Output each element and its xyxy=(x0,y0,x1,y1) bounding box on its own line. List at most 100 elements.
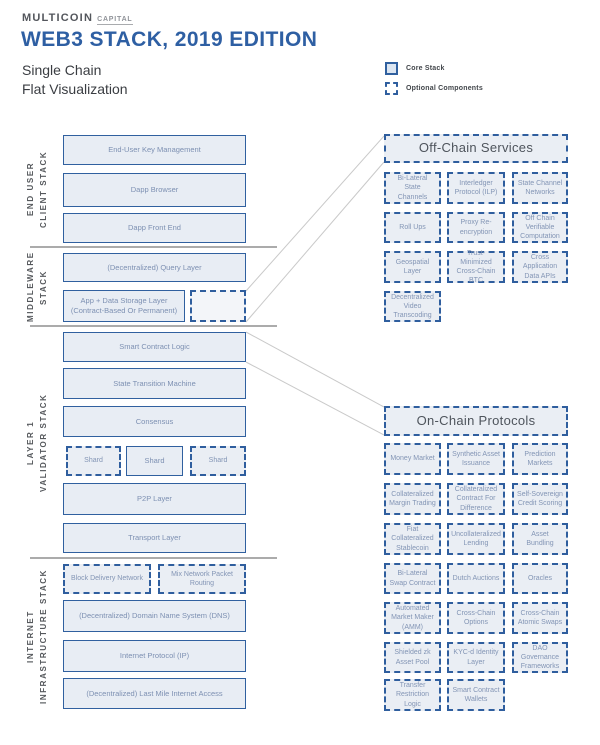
box-label: Dutch Auctions xyxy=(452,574,500,582)
box-label: Shard xyxy=(208,457,228,465)
box-interledger-protocol: Interledger Protocol (ILP) xyxy=(447,172,505,204)
box-mix-network-packet-routing: Mix Network Packet Routing xyxy=(158,564,246,594)
section-label-line: INFRASTRUCTURE STACK xyxy=(39,569,48,704)
box-label: Cross-Chain Options xyxy=(456,609,496,626)
box-label: End-User Key Management xyxy=(108,145,201,155)
box-transfer-restriction-logic: Transfer Restriction Logic xyxy=(384,679,441,711)
box-prediction-markets: Prediction Markets xyxy=(512,443,568,475)
brand-suffix: CAPITAL xyxy=(97,16,133,25)
box-automated-market-maker: Automated Market Maker (AMM) xyxy=(384,602,441,634)
box-label: (Decentralized) Last Mile Internet Acces… xyxy=(86,688,223,698)
box-bilateral-state-channels: Bi-Lateral State Channels xyxy=(384,172,441,204)
box-cross-application-data-apis: Cross Application Data APIs xyxy=(512,251,568,283)
brand-name: MULTICOIN xyxy=(22,12,94,24)
box-label: Shard xyxy=(144,456,165,466)
legend-core-label: Core Stack xyxy=(406,65,445,72)
box-self-sovereign-credit-scoring: Self-Sovereign Credit Scoring xyxy=(512,483,568,515)
legend-core-row: Core Stack xyxy=(385,62,483,75)
box-dutch-auctions: Dutch Auctions xyxy=(447,563,505,594)
section-divider xyxy=(30,557,277,559)
box-dapp-front-end: Dapp Front End xyxy=(63,213,246,243)
onchain-protocols-header: On-Chain Protocols xyxy=(384,406,568,436)
core-stack-swatch-icon xyxy=(385,62,398,75)
box-app-data-storage-layer: App + Data Storage Layer (Contract-Based… xyxy=(63,290,185,322)
box-label: Consensus xyxy=(135,416,174,426)
group-title: Off-Chain Services xyxy=(418,140,534,156)
box-label: Roll Ups xyxy=(399,223,426,231)
box-label: Cross-Chain Atomic Swaps xyxy=(517,609,563,626)
box-label: App + Data Storage Layer (Contract-Based… xyxy=(70,296,178,315)
section-label-middleware-stack: MIDDLEWARE STACK xyxy=(24,251,50,322)
box-trust-minimized-cross-chain-btc: Trust-Minimized Cross-Chain BTC xyxy=(447,249,505,285)
box-decentralized-video-transcoding: Decentralized Video Transcoding xyxy=(384,291,441,322)
box-label: Block Delivery Network xyxy=(71,575,143,583)
box-end-user-key-management: End-User Key Management xyxy=(63,135,246,165)
box-collateralized-margin-trading: Collateralized Margin Trading xyxy=(384,483,441,515)
box-last-mile-internet-access: (Decentralized) Last Mile Internet Acces… xyxy=(63,678,246,709)
section-label-end-user-client-stack: END USER CLIENT STACK xyxy=(24,135,50,243)
offchain-services-header: Off-Chain Services xyxy=(384,134,568,163)
box-label: Oracles xyxy=(527,574,553,582)
box-roll-ups: Roll Ups xyxy=(384,212,441,243)
box-shard-2: Shard xyxy=(126,446,183,476)
box-collateralized-contract-for-difference: Collateralized Contract For Difference xyxy=(447,483,505,515)
box-dao-governance-frameworks: DAO Governance Frameworks xyxy=(512,642,568,673)
box-label: Off Chain Verifiable Computation xyxy=(520,214,560,241)
box-block-delivery-network: Block Delivery Network xyxy=(63,564,151,594)
section-label-line: LAYER 1 xyxy=(26,420,35,465)
box-bilateral-swap-contract: Bi-Lateral Swap Contract xyxy=(384,563,441,594)
subtitle-line-1: Single Chain xyxy=(22,62,102,78)
box-shard-3: Shard xyxy=(190,446,246,476)
box-state-transition-machine: State Transition Machine xyxy=(63,368,246,399)
legend-optional-row: Optional Components xyxy=(385,82,483,95)
box-label: Collateralized Margin Trading xyxy=(389,490,436,507)
box-label: Bi-Lateral Swap Contract xyxy=(389,570,436,587)
page-subtitle: Single Chain Flat Visualization xyxy=(22,61,128,99)
box-shard-1: Shard xyxy=(66,446,121,476)
box-label: Fiat Collateralized Stablecoin xyxy=(391,526,434,552)
box-label: Mix Network Packet Routing xyxy=(171,570,233,587)
box-label: Internet Protocol (IP) xyxy=(119,651,190,661)
box-label: (Decentralized) Domain Name System (DNS) xyxy=(79,611,230,621)
box-state-channel-networks: State Channel Networks xyxy=(512,172,568,204)
box-label: Transport Layer xyxy=(128,533,181,543)
section-label-internet-infrastructure-stack: INTERNET INFRASTRUCTURE STACK xyxy=(24,564,50,709)
box-label: Dapp Browser xyxy=(130,185,179,195)
box-cross-chain-options: Cross-Chain Options xyxy=(447,602,505,634)
box-transport-layer: Transport Layer xyxy=(63,523,246,553)
box-label: P2P Layer xyxy=(137,494,172,504)
box-label: Transfer Restriction Logic xyxy=(395,682,430,708)
box-label: Shielded zk Asset Pool xyxy=(394,649,431,666)
box-label: State Channel Networks xyxy=(517,179,563,196)
box-fiat-collateralized-stablecoin: Fiat Collateralized Stablecoin xyxy=(384,523,441,555)
optional-components-swatch-icon xyxy=(385,82,398,95)
box-label: Asset Bundling xyxy=(526,530,554,547)
box-consensus: Consensus xyxy=(63,406,246,437)
box-label: Automated Market Maker (AMM) xyxy=(391,605,434,631)
box-synthetic-asset-issuance: Synthetic Asset Issuance xyxy=(447,443,505,475)
subtitle-line-2: Flat Visualization xyxy=(22,80,128,97)
section-label-line: END USER xyxy=(26,161,35,217)
box-money-market: Money Market xyxy=(384,443,441,475)
box-label: (Decentralized) Query Layer xyxy=(107,262,202,272)
page-title: WEB3 STACK, 2019 EDITION xyxy=(21,28,318,51)
box-label: Prediction Markets xyxy=(524,450,556,467)
group-title: On-Chain Protocols xyxy=(416,412,536,428)
box-smart-contract-wallets: Smart Contract Wallets xyxy=(447,679,505,711)
box-label: Synthetic Asset Issuance xyxy=(452,450,500,467)
box-oracles: Oracles xyxy=(512,563,568,594)
box-asset-bundling: Asset Bundling xyxy=(512,523,568,555)
legend-optional-label: Optional Components xyxy=(406,85,483,92)
box-label: Dapp Front End xyxy=(128,223,181,233)
section-label-line: STACK xyxy=(39,270,48,305)
box-internet-protocol: Internet Protocol (IP) xyxy=(63,640,246,672)
box-p2p-layer: P2P Layer xyxy=(63,483,246,515)
section-divider xyxy=(30,246,277,248)
box-label: State Transition Machine xyxy=(113,378,196,388)
box-label: Collateralized Contract For Difference xyxy=(454,486,498,512)
box-label: Trust-Minimized Cross-Chain BTC xyxy=(456,249,496,285)
box-label: DAO Governance Frameworks xyxy=(520,644,560,671)
box-optional-storage-slot xyxy=(190,290,246,322)
